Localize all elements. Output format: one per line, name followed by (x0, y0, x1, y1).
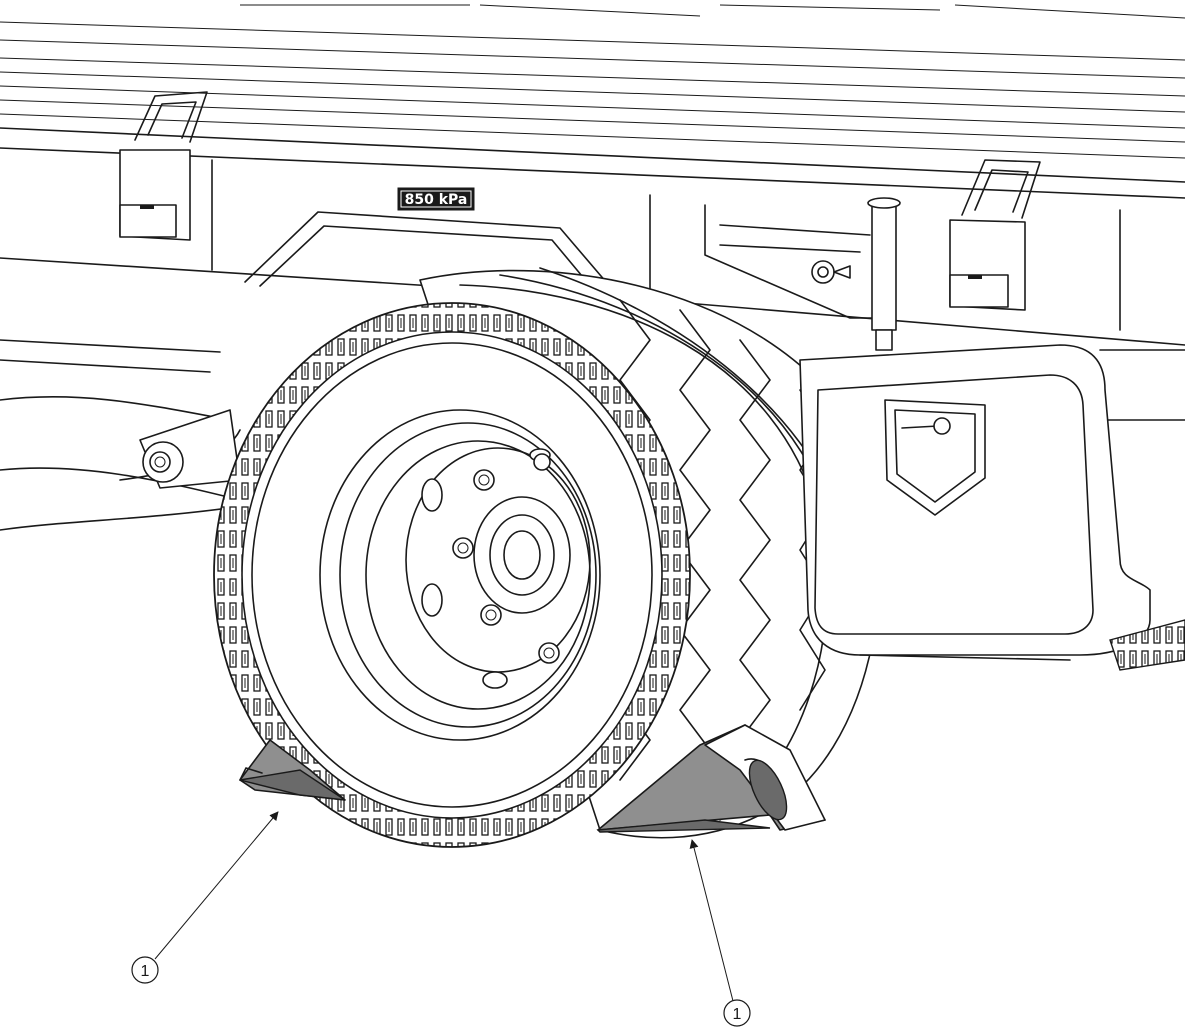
callout-leader (154, 811, 279, 960)
lashing-ring-left (119, 91, 208, 241)
callout-number: 1 (141, 963, 150, 980)
tyre-pressure-plate: 850 kPa (397, 187, 475, 211)
wheel-chock-left (239, 739, 346, 801)
callout-1-right: 1 (723, 999, 751, 1027)
spare-carrier-bracket (704, 197, 901, 351)
callout-number: 1 (733, 1006, 742, 1023)
wheel-chock-right (596, 724, 826, 833)
callout-1-left: 1 (131, 956, 159, 984)
rear-tyre-right (1109, 619, 1185, 671)
callout-leader (689, 839, 734, 1002)
wheel-rim (319, 409, 601, 741)
lashing-ring-right (949, 159, 1041, 311)
truck-deck-boards (0, 4, 1185, 159)
tyre-pressure-label: 850 kPa (405, 192, 468, 208)
tool-box (799, 344, 1151, 661)
suspension-spring (0, 395, 251, 531)
callout-leaders (154, 811, 734, 1002)
